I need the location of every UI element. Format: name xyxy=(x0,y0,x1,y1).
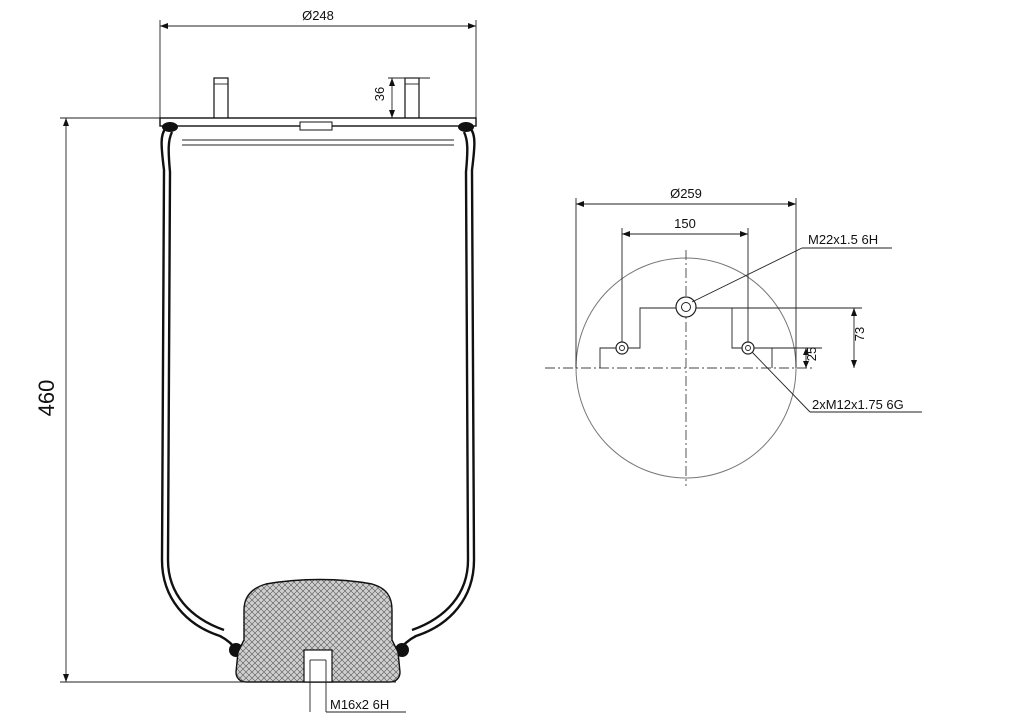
offset-small-label: 25 xyxy=(804,347,819,361)
bellow-body xyxy=(160,122,476,657)
stud-spacing-dimension: 150 xyxy=(621,216,749,348)
overall-height-label: 460 xyxy=(34,380,59,417)
mounting-studs xyxy=(213,77,420,125)
piston xyxy=(235,578,401,712)
top-plate xyxy=(159,117,477,146)
center-thread-label: M22x1.5 6H xyxy=(808,232,878,247)
side-holes xyxy=(615,341,755,355)
top-view: Ø259 150 M22x1.5 6H xyxy=(545,186,922,486)
top-diameter-dimension: Ø248 xyxy=(159,8,477,118)
side-threads-label: 2xM12x1.75 6G xyxy=(812,397,904,412)
side-threads-callout: 2xM12x1.75 6G xyxy=(751,351,922,413)
stud-height-label: 36 xyxy=(372,87,387,101)
center-thread-callout: M22x1.5 6H xyxy=(691,232,892,303)
offset-large-label: 73 xyxy=(852,327,867,341)
stud-height-dimension: 36 xyxy=(372,77,430,118)
top-view-diameter-label: Ø259 xyxy=(670,186,702,201)
top-view-diameter-dimension: Ø259 xyxy=(575,186,797,368)
stud-spacing-label: 150 xyxy=(674,216,696,231)
center-hole xyxy=(675,296,697,318)
bottom-thread-callout: M16x2 6H xyxy=(326,697,406,713)
bottom-thread-label: M16x2 6H xyxy=(330,697,389,712)
overall-height-dimension: 460 xyxy=(34,117,244,683)
side-view: Ø248 36 xyxy=(34,8,477,713)
offset-dimensions: 73 25 xyxy=(732,307,867,368)
top-diameter-label: Ø248 xyxy=(302,8,334,23)
